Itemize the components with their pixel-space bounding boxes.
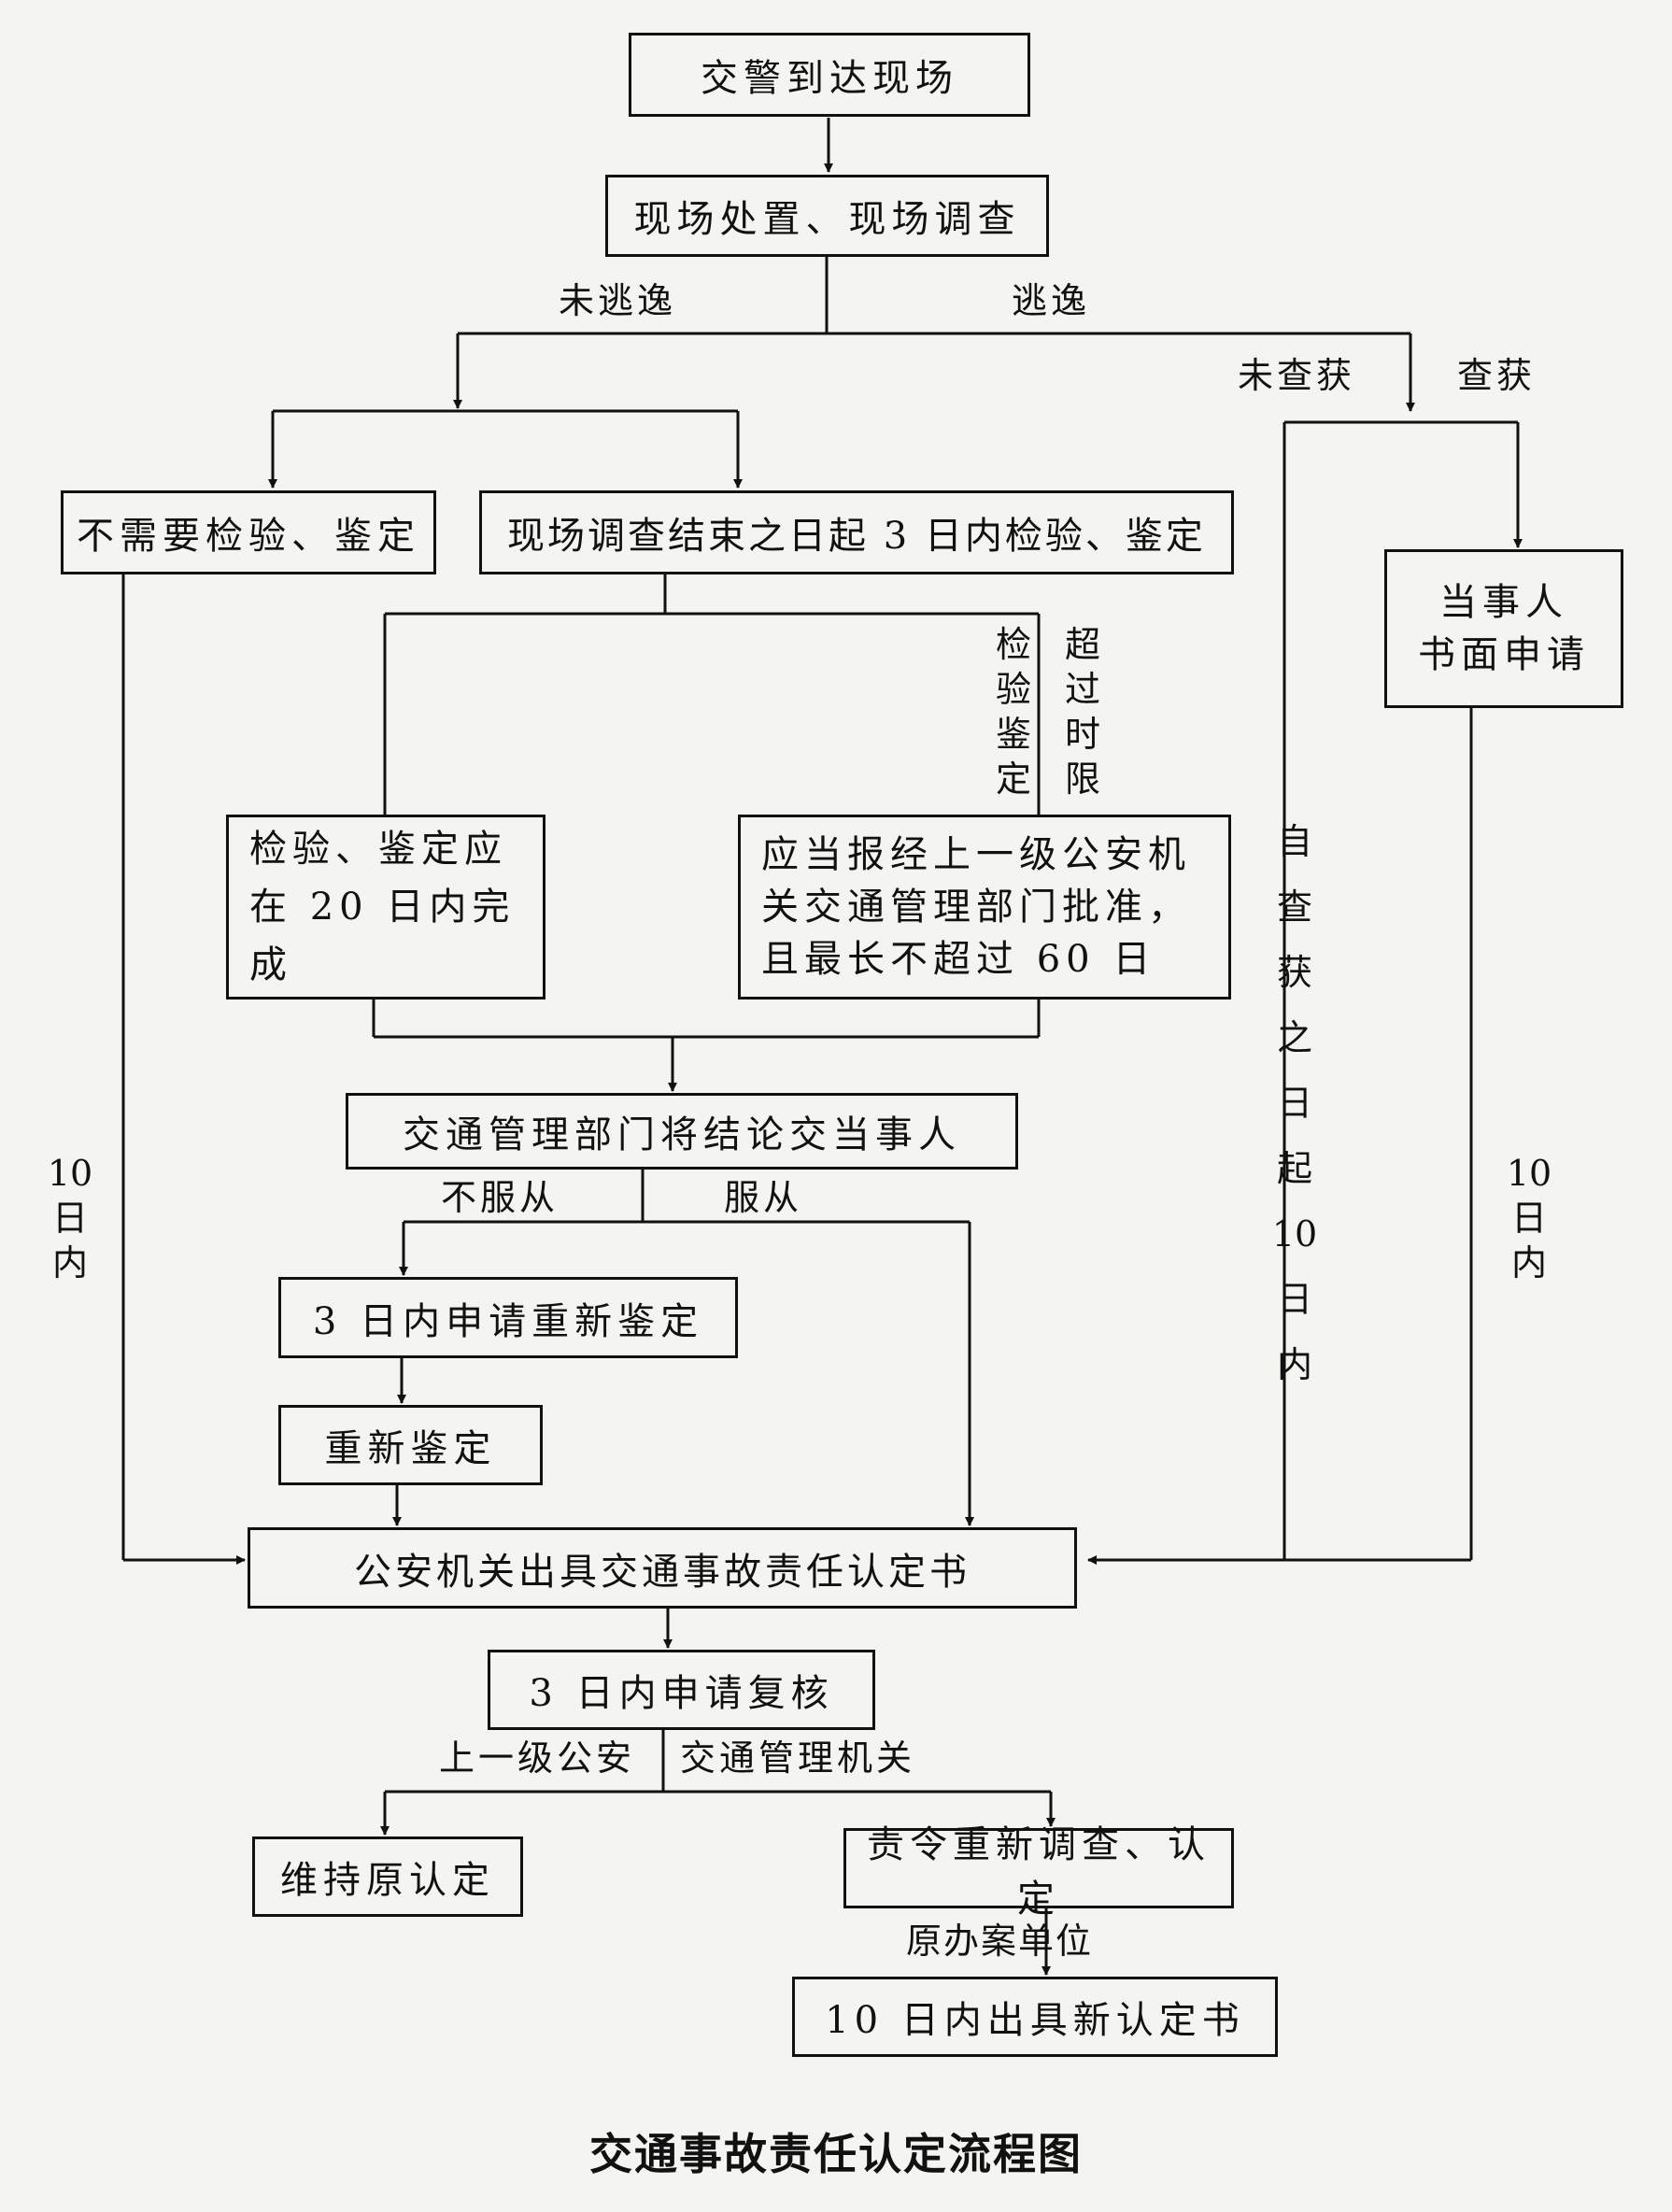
label-traffic-authority: 交通管理机关: [680, 1737, 916, 1779]
node-review: 3 日内申请复核: [488, 1650, 875, 1730]
node-order: 责令重新调查、认定: [843, 1823, 1234, 1921]
label-caught: 查获: [1457, 355, 1537, 396]
node-no-test: 不需要检验、鉴定: [61, 490, 436, 574]
label-not-caught: 未查获: [1238, 355, 1356, 396]
node-reapply: 3 日内申请重新鉴定: [278, 1277, 738, 1358]
label-original-unit: 原办案单位: [906, 1921, 1094, 1962]
label-upper-police: 上一级公安: [439, 1737, 636, 1779]
label-escaped: 逃逸: [1012, 280, 1091, 321]
label-within-10-right: 10日内: [1506, 1153, 1552, 1283]
node-over-limit: 应当报经上一级公安机关交通管理部门批准，且最长不超过 60 日: [738, 815, 1231, 1000]
label-within-10-left: 10日内: [47, 1153, 93, 1283]
node-keep: 维持原认定: [252, 1836, 523, 1917]
label-from-caught: 自查获之日起10日内: [1271, 821, 1318, 1385]
node-investigate: 现场处置、现场调查: [605, 175, 1049, 257]
label-not-escaped: 未逃逸: [559, 280, 677, 321]
party-apply-line1: 当事人: [1439, 581, 1568, 624]
party-apply-line2: 书面申请: [1418, 633, 1590, 676]
node-deliver: 交通管理部门将结论交当事人: [346, 1093, 1018, 1170]
node-new-issue: 10 日内出具新认定书: [792, 1977, 1278, 2057]
diagram-title: 交通事故责任认定流程图: [589, 2129, 1083, 2179]
node-issue: 公安机关出具交通事故责任认定书: [248, 1527, 1077, 1609]
node-complete-20: 检验、鉴定应在 20 日内完成: [226, 815, 546, 1000]
node-reappraise: 重新鉴定: [278, 1405, 543, 1485]
label-test-appraise: 检验鉴定: [995, 624, 1031, 800]
label-disagree: 不服从: [441, 1177, 560, 1218]
node-party-apply: 当事人 书面申请: [1384, 549, 1623, 708]
label-over-time: 超过时限: [1064, 624, 1100, 800]
node-arrive: 交警到达现场: [629, 33, 1030, 117]
node-test-3days: 现场调查结束之日起 3 日内检验、鉴定: [479, 490, 1234, 574]
label-agree: 服从: [724, 1177, 803, 1218]
